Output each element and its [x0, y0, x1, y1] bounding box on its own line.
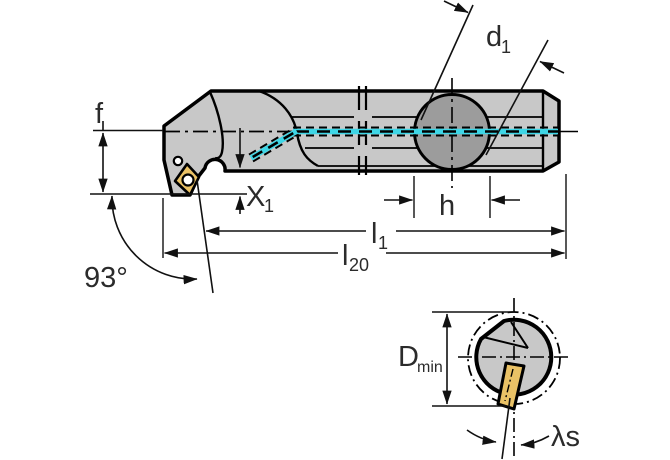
coolant-center-dashes-slant	[252, 129, 298, 159]
insert-screw-hole	[181, 173, 195, 187]
label-x1-sub: 1	[264, 196, 274, 216]
d1-arrow-left	[443, 0, 469, 14]
coolant-wall-top-slant	[248, 126, 296, 156]
side-view: f X 1 d 1 h l 1 l 20 93°	[84, 0, 578, 294]
section-insert	[496, 361, 526, 411]
lambda-arrow-right	[520, 435, 550, 449]
label-lambda-s: λs	[551, 421, 580, 453]
locating-pin-hole	[172, 155, 184, 167]
angle-arc	[106, 195, 198, 285]
section-pocket-line-1	[482, 336, 529, 349]
d1-arrow-right	[539, 60, 565, 74]
label-dmin: D	[398, 341, 419, 373]
label-d1: d	[486, 21, 502, 53]
lambda-arrow-left	[466, 429, 497, 445]
dimension-lines	[90, 0, 567, 294]
coolant-channel-horizontal	[293, 126, 558, 137]
break-gap-lower	[354, 145, 372, 156]
lambda-ref-line	[501, 397, 511, 460]
label-x1: X	[246, 181, 265, 213]
coolant-wall-bottom-slant	[252, 133, 300, 163]
section-insert-axis	[504, 368, 514, 402]
d1-tangent-right	[485, 39, 549, 156]
label-f: f	[95, 98, 104, 130]
break-gap-upper	[354, 110, 372, 121]
label-d1-sub: 1	[501, 37, 511, 57]
label-h: h	[439, 190, 455, 222]
coolant-channel-slanted	[248, 126, 300, 163]
label-angle: 93°	[84, 262, 128, 294]
label-l20-sub: 20	[349, 255, 369, 275]
section-view: D min λs	[398, 298, 580, 460]
dmin-dimension	[432, 311, 514, 407]
label-dmin-sub: min	[417, 359, 443, 376]
label-l1-sub: 1	[378, 233, 388, 253]
label-l1: l	[371, 218, 377, 250]
angle-ref-line	[196, 179, 214, 294]
head-front-face-curve	[208, 91, 224, 160]
label-l20: l	[342, 240, 348, 272]
d1-tangent-left	[420, 4, 474, 121]
